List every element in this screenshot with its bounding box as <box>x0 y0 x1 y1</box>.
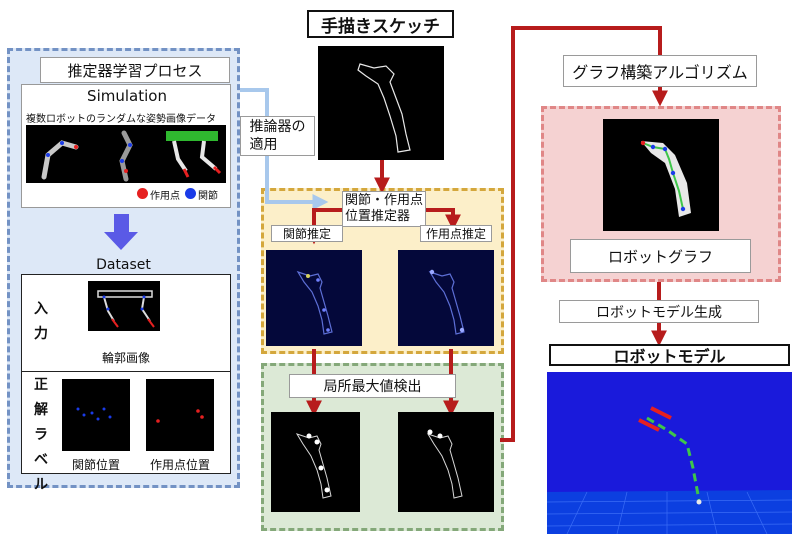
dataset-divider <box>22 371 230 372</box>
dataset-input-image <box>88 281 160 331</box>
simulation-robot-images <box>26 125 226 183</box>
local-max-joint-image <box>271 412 360 512</box>
action-estimation-image <box>398 250 494 346</box>
dataset-action-image <box>146 379 214 451</box>
hand-drawn-sketch-image <box>318 46 444 160</box>
estimator-to-action-arrow <box>425 208 461 231</box>
sim-joint-dot <box>124 169 128 173</box>
sim-to-dataset-arrow <box>104 214 138 250</box>
sim-action-dot <box>74 145 78 149</box>
sketch-title: 手描きスケッチ <box>307 10 454 38</box>
sim-robot-2 <box>119 130 133 182</box>
local-max-label: 局所最大値検出 <box>289 374 456 398</box>
action-point-legend-label: 作用点 <box>150 191 180 202</box>
graph-algorithm-label: グラフ構築アルゴリズム <box>563 55 757 87</box>
sim-robot-1 <box>41 140 79 180</box>
input-caption: 輪郭画像 <box>101 351 150 365</box>
joint-legend-label: 関節 <box>198 191 218 202</box>
dataset-title: Dataset <box>96 257 151 273</box>
to-graph-arrow <box>500 26 668 442</box>
simulation-caption: 複数ロボットのランダムな姿勢画像データ <box>26 114 216 125</box>
sim-joint-dot <box>120 159 124 163</box>
simulation-label: Simulation <box>87 87 167 105</box>
dataset-box: 入力 輪郭画像 正解ラベル 関節位置 作用点位置 <box>21 274 231 493</box>
estimator-learning-title: 推定器学習プロセス <box>40 57 230 83</box>
action-position-caption: 作用点位置 <box>149 458 210 472</box>
estimator-label: 関節・作用点 位置推定器 <box>342 191 426 227</box>
model-generation-label: ロボットモデル生成 <box>559 300 759 323</box>
joint-estimation-image <box>266 250 362 346</box>
joint-legend-icon <box>185 188 196 199</box>
local-max-action-image <box>398 412 494 512</box>
sim-joint-dot <box>46 153 50 157</box>
dataset-joint-image <box>62 379 130 451</box>
robot-model-image <box>547 372 792 534</box>
joint-position-caption: 関節位置 <box>71 458 120 472</box>
apply-estimator-label: 推論器の 適用 <box>240 116 315 156</box>
joint-estimation-label: 関節推定 <box>271 225 343 242</box>
robot-graph-image <box>603 119 719 231</box>
simulation-box: Simulation 複数ロボットのランダムな姿勢画像データ 作用点 <box>21 84 231 208</box>
sim-joint-dot <box>128 143 132 147</box>
label-label: 正解ラベル <box>34 377 48 493</box>
action-point-legend-icon <box>137 188 148 199</box>
robot-model-title: ロボットモデル <box>549 344 790 366</box>
action-estimation-label: 作用点推定 <box>420 225 492 242</box>
input-label: 入力 <box>34 301 48 342</box>
sim-robot-3 <box>166 131 222 178</box>
sim-joint-dot <box>60 141 64 145</box>
robot-graph-label: ロボットグラフ <box>570 239 751 273</box>
